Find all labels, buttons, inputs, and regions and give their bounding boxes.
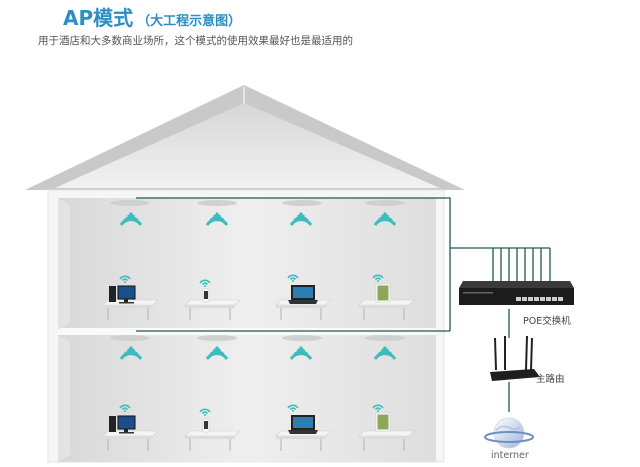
internet-globe-icon <box>484 417 534 449</box>
poe-switch-label: POE交换机 <box>523 316 571 327</box>
laptop-icon <box>288 285 318 304</box>
tablet-icon <box>375 283 391 303</box>
main-router-label: 主路由 <box>536 374 565 385</box>
poe-switch-icon <box>459 281 574 305</box>
tablet-icon <box>375 412 391 432</box>
diagram-subtitle: 用于酒店和大多数商业场所，这个模式的使用效果最好也是最适用的 <box>38 35 353 47</box>
title-main: AP模式 <box>63 6 134 30</box>
internet-label: interner <box>491 450 529 461</box>
upper-floor-devices <box>102 274 415 321</box>
title-sub: （大工程示意图） <box>137 14 242 29</box>
lower-floor-devices <box>102 404 415 452</box>
upper-floor-room <box>58 198 436 330</box>
lower-floor-room <box>58 335 436 462</box>
laptop-icon <box>288 415 318 434</box>
mobile-phone-icon <box>202 418 210 433</box>
desktop-computer-icon <box>109 285 136 304</box>
house-roof <box>25 85 465 190</box>
mobile-phone-icon <box>202 288 210 303</box>
main-router-icon <box>490 335 540 381</box>
desktop-computer-icon <box>109 415 136 434</box>
diagram-title: AP模式（大工程示意图） <box>63 2 241 31</box>
network-cables <box>136 197 551 412</box>
